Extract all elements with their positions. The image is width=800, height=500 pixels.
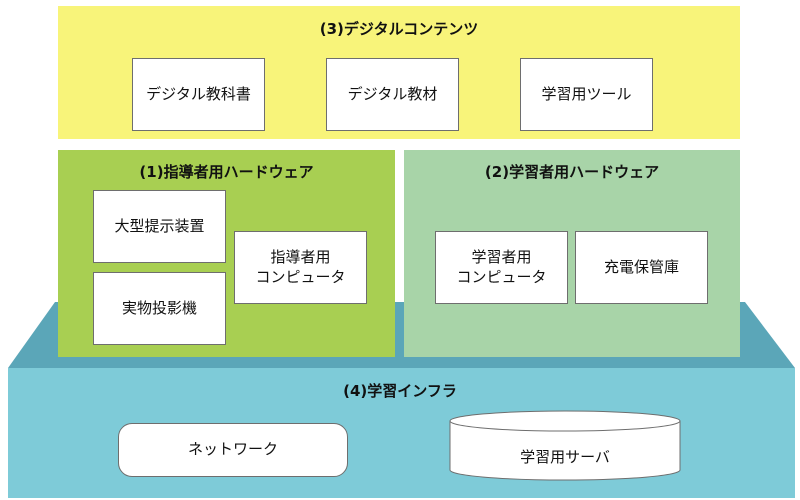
student-hardware-panel: (2)学習者用ハードウェア 学習者用 コンピュータ 充電保管庫 bbox=[404, 150, 740, 357]
student-computer-line2: コンピュータ bbox=[456, 267, 547, 286]
digital-textbook-box: デジタル教科書 bbox=[132, 58, 265, 131]
teacher-computer-line2: コンピュータ bbox=[255, 267, 346, 286]
network-box: ネットワーク bbox=[118, 423, 348, 477]
server-label: 学習用サーバ bbox=[520, 448, 610, 466]
teacher-computer-box: 指導者用 コンピュータ bbox=[234, 231, 367, 304]
student-hardware-title: (2)学習者用ハードウェア bbox=[484, 163, 660, 181]
teacher-computer-line1: 指導者用 bbox=[270, 248, 331, 266]
large-display-box: 大型提示装置 bbox=[93, 190, 226, 263]
student-computer-box: 学習者用 コンピュータ bbox=[435, 231, 568, 304]
student-computer-line1: 学習者用 bbox=[471, 248, 532, 266]
infra-title: (4)学習インフラ bbox=[343, 382, 457, 400]
learning-tools-box: 学習用ツール bbox=[520, 58, 653, 131]
teacher-hardware-panel: (1)指導者用ハードウェア 大型提示装置 実物投影機 指導者用 コンピュータ bbox=[58, 150, 395, 357]
charging-cabinet-box: 充電保管庫 bbox=[575, 231, 708, 304]
digital-materials-box: デジタル教材 bbox=[326, 58, 459, 131]
teacher-hardware-title: (1)指導者用ハードウェア bbox=[139, 163, 314, 181]
digital-contents-panel: (3)デジタルコンテンツ デジタル教科書 デジタル教材 学習用ツール bbox=[58, 6, 740, 139]
document-camera-box: 実物投影機 bbox=[93, 272, 226, 345]
digital-contents-title: (3)デジタルコンテンツ bbox=[319, 20, 479, 38]
